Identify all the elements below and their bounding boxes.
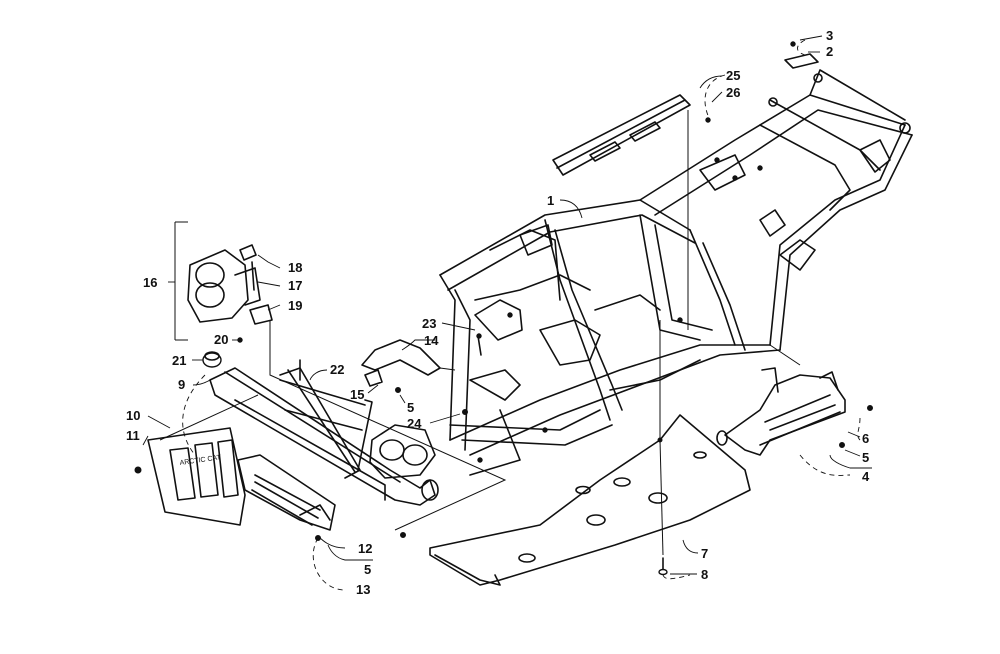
right-footrest [716,367,846,456]
headlight-bracket [249,304,273,325]
bolt-5c [839,442,845,448]
front-bumper [209,359,439,506]
projection-lines [159,110,801,556]
front-panel-logo: ARCTIC CAT [179,454,222,467]
callout-8: 8 [701,567,708,582]
callout-20: 20 [214,332,228,347]
callout-10: 10 [126,408,140,423]
front-panel [147,427,246,526]
bolt-24 [462,409,468,415]
bolt-5b [400,532,406,538]
callout-13: 13 [356,582,370,597]
callout-3: 3 [826,28,833,43]
callout-17: 17 [288,278,302,293]
callout-19: 19 [288,298,302,313]
callout-5-c: 5 [862,450,869,465]
skid-plate [429,414,751,586]
callouts: 1 2 3 4 5 5 5 6 7 8 9 10 11 12 13 14 15 … [126,28,870,597]
callout-7: 7 [701,546,708,561]
grommet [202,351,222,368]
callout-16: 16 [143,275,157,290]
callout-9: 9 [178,377,185,392]
headlight-housing [187,249,261,323]
callout-25: 25 [726,68,740,83]
callout-11: 11 [126,428,140,443]
bolt-3 [790,41,796,47]
bolt-8 [658,557,668,576]
latch-cover-plate [552,94,691,176]
bolt-23 [476,333,482,356]
callout-4: 4 [862,469,870,484]
main-frame [439,69,913,476]
assembly-lines [182,39,861,591]
callout-21: 21 [172,353,186,368]
callout-18: 18 [288,260,302,275]
callout-22: 22 [330,362,344,377]
callout-23: 23 [422,316,436,331]
front-grille [237,454,336,531]
callout-26: 26 [726,85,740,100]
leader-lines [142,35,872,575]
bolt-15 [364,369,383,387]
callout-5-b: 5 [364,562,371,577]
headlight-bulb [239,244,257,291]
callout-24: 24 [407,416,422,431]
callout-5-a: 5 [407,400,414,415]
callout-1: 1 [547,193,554,208]
bracket-2 [784,53,819,69]
callout-6: 6 [862,431,869,446]
callout-15: 15 [350,387,364,402]
bolt-11 [134,466,142,474]
callout-14: 14 [424,333,439,348]
callout-2: 2 [826,44,833,59]
bolt-6 [867,405,873,411]
callout-12: 12 [358,541,372,556]
bolt-5a [395,387,401,393]
